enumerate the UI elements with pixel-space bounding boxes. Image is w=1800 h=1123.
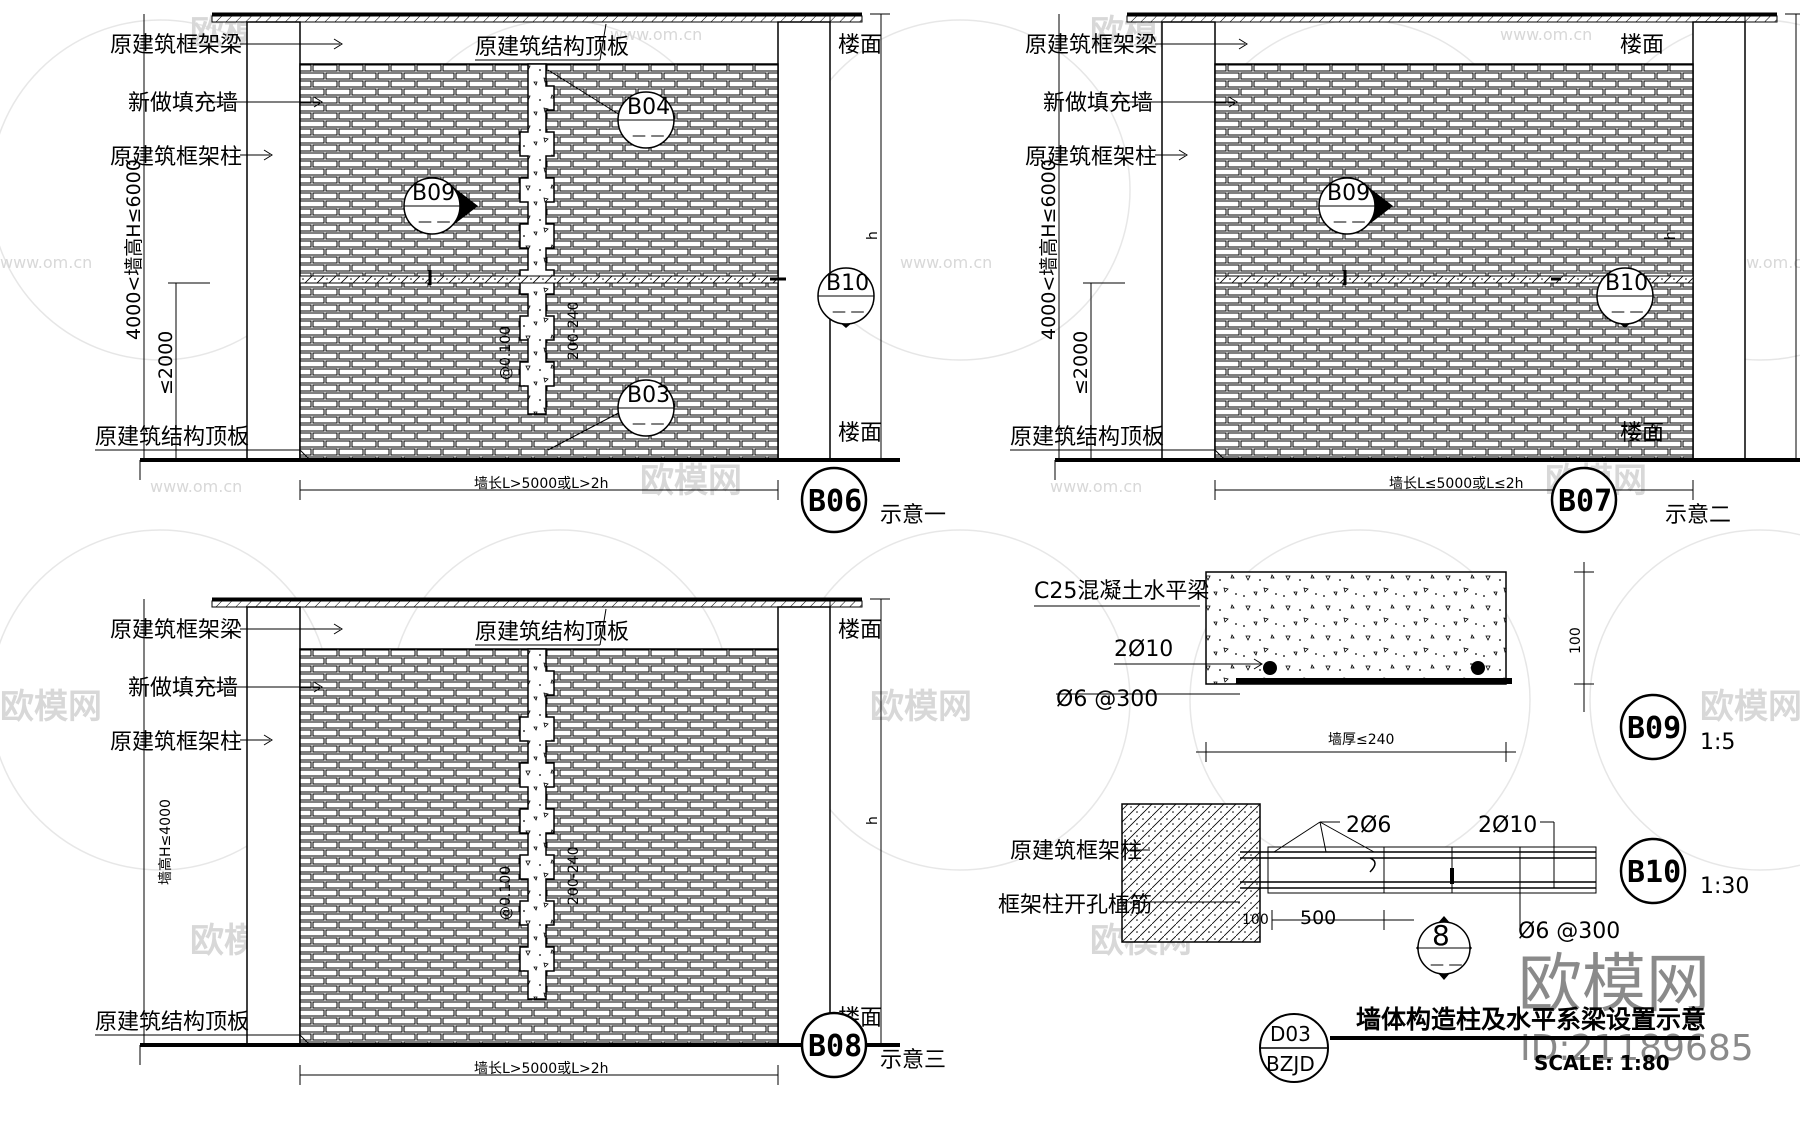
panel-b08: 原建筑框架梁 新做填充墙 原建筑框架柱 原建筑结构顶板 原建筑结构顶板 楼面 楼… xyxy=(95,597,946,1087)
b10-scale: 1:30 xyxy=(1700,874,1749,899)
label-beam: 原建筑框架梁 xyxy=(110,33,242,58)
b09-code: B09 xyxy=(1627,711,1681,746)
label-column: 原建筑框架柱 xyxy=(110,145,242,170)
dim-lower: ≤2000 xyxy=(155,331,177,395)
label-floor-top: 楼面 xyxy=(838,33,882,58)
b10-code: B10 xyxy=(1627,855,1681,890)
detail-b10: 原建筑框架柱 框架柱开孔植筋 2Ø6 2Ø10 500 100 Ø6 @300 … xyxy=(998,803,1749,944)
callout-b03-code: B03 xyxy=(627,383,670,408)
panel-b07-id: B07 xyxy=(1558,484,1612,519)
b09-stirrup-label: Ø6 @300 xyxy=(1056,687,1158,712)
label-floor-top: 楼面 xyxy=(838,618,882,643)
dim-height: 墙高H≤4000 xyxy=(157,799,174,885)
label-slab-top: 原建筑结构顶板 xyxy=(475,620,629,645)
watermark-url: www.om.cn xyxy=(1500,25,1592,44)
drawing-scale: SCALE: 1:80 xyxy=(1534,1051,1670,1075)
panel-b08-caption: 示意三 xyxy=(880,1048,946,1073)
watermark-brand: 欧模网 xyxy=(0,687,102,727)
watermark-url: www.om.cn xyxy=(610,25,702,44)
label-slab-bottom: 原建筑结构顶板 xyxy=(95,1010,249,1035)
callout-b10-sub: — — xyxy=(1611,304,1643,320)
label-column: 原建筑框架柱 xyxy=(1025,145,1157,170)
section-marker-sub: — — xyxy=(1430,957,1462,973)
panel-b07: 原建筑框架梁 新做填充墙 原建筑框架柱 原建筑结构顶板 楼面 楼面 4000<墙… xyxy=(1010,12,1800,534)
b10-bars-a-label: 2Ø6 xyxy=(1346,813,1391,838)
b09-width-dim: 墙厚≤240 xyxy=(1328,732,1394,748)
label-slab-top: 原建筑结构顶板 xyxy=(475,35,629,60)
callout-b09-code: B09 xyxy=(1327,181,1370,206)
b10-anchor-label: 框架柱开孔植筋 xyxy=(998,893,1152,918)
b09-bars-label: 2Ø10 xyxy=(1114,637,1173,662)
dim-height: 4000<墙高H≤6000 xyxy=(1038,159,1060,340)
callout-b10-code: B10 xyxy=(1605,271,1648,296)
b10-small-dim: 100 xyxy=(1242,912,1269,928)
label-floor-bottom: 楼面 xyxy=(838,421,882,446)
title-id: ID:21189685 xyxy=(1520,1028,1754,1069)
detail-b09: C25混凝土水平梁 2Ø10 Ø6 @300 100 墙厚≤240 B09 1:… xyxy=(1034,562,1735,762)
dim-length: 墙长L≤5000或L≤2h xyxy=(1389,476,1523,492)
watermark-brand: 欧模网 xyxy=(1700,687,1800,727)
callout-b09-sub: — — xyxy=(418,214,450,230)
label-beam: 原建筑框架梁 xyxy=(1025,33,1157,58)
section-marker: 8 — — xyxy=(1416,916,1472,980)
dim-col-width: 200-240 xyxy=(566,302,582,361)
dim-h: h xyxy=(1663,231,1679,240)
callout-b10-sub: — — xyxy=(832,304,864,320)
dim-h: h xyxy=(865,816,881,825)
dim-h: h xyxy=(865,231,881,240)
b10-column-label: 原建筑框架柱 xyxy=(1010,839,1142,864)
dim-length: 墙长L>5000或L>2h xyxy=(474,1061,608,1077)
callout-b04-sub: — — xyxy=(632,128,664,144)
watermark-brand: 欧模网 xyxy=(870,687,972,727)
callout-b09-sub: — — xyxy=(1333,214,1365,230)
b09-scale: 1:5 xyxy=(1700,730,1735,755)
panel-b06-caption: 示意一 xyxy=(880,503,946,528)
b09-height-dim: 100 xyxy=(1568,627,1584,654)
title-brand: 欧模网 xyxy=(1518,948,1710,1022)
label-slab-bottom: 原建筑结构顶板 xyxy=(1010,425,1164,450)
panel-b07-caption: 示意二 xyxy=(1665,503,1731,528)
b10-bars-b-label: 2Ø10 xyxy=(1478,813,1537,838)
watermark-brand: 欧模网 xyxy=(640,461,742,501)
section-marker-number: 8 xyxy=(1432,919,1450,952)
dim-col-width: 200-240 xyxy=(566,847,582,906)
label-fill-wall: 新做填充墙 xyxy=(128,91,238,116)
panel-b08-id: B08 xyxy=(808,1029,862,1064)
dim-length: 墙长L>5000或L>2h xyxy=(474,476,608,492)
watermark-url: www.om.cn xyxy=(0,253,92,272)
label-fill-wall: 新做填充墙 xyxy=(128,676,238,701)
watermark-url: www.om.cn xyxy=(1050,477,1142,496)
callout-b09-code: B09 xyxy=(412,181,455,206)
dim-lower: ≤2000 xyxy=(1070,331,1092,395)
watermark-url: www.om.cn xyxy=(150,477,242,496)
panel-b06: 原建筑框架梁 新做填充墙 原建筑框架柱 原建筑结构顶板 原建筑结构顶板 楼面 楼… xyxy=(95,12,946,534)
label-fill-wall: 新做填充墙 xyxy=(1043,91,1153,116)
label-floor-bottom: 楼面 xyxy=(1620,421,1664,446)
sheet-number: D03 xyxy=(1270,1022,1311,1046)
dim-height: 4000<墙高H≤6000 xyxy=(123,159,145,340)
label-floor-top: 楼面 xyxy=(1620,33,1664,58)
callout-b04-code: B04 xyxy=(627,95,670,120)
label-slab-bottom: 原建筑结构顶板 xyxy=(95,425,249,450)
watermark-url: www.om.cn xyxy=(900,253,992,272)
b10-length-dim: 500 xyxy=(1300,907,1336,929)
b09-beam-label: C25混凝土水平梁 xyxy=(1034,579,1209,604)
label-beam: 原建筑框架梁 xyxy=(110,618,242,643)
sheet-series: BZJD xyxy=(1266,1052,1315,1076)
label-column: 原建筑框架柱 xyxy=(110,730,242,755)
b10-stirrup-label: Ø6 @300 xyxy=(1518,919,1620,944)
title-block: 欧模网 墙体构造柱及水平系梁设置示意 ID:21189685 SCALE: 1:… xyxy=(1259,948,1754,1083)
drawing-title: 墙体构造柱及水平系梁设置示意 xyxy=(1356,1005,1706,1034)
panel-b06-id: B06 xyxy=(808,484,862,519)
dim-col-spacing: @0.100 xyxy=(498,326,514,380)
callout-b10-code: B10 xyxy=(826,271,869,296)
callout-b03-sub: — — xyxy=(632,416,664,432)
dim-col-spacing: @0.100 xyxy=(498,866,514,920)
